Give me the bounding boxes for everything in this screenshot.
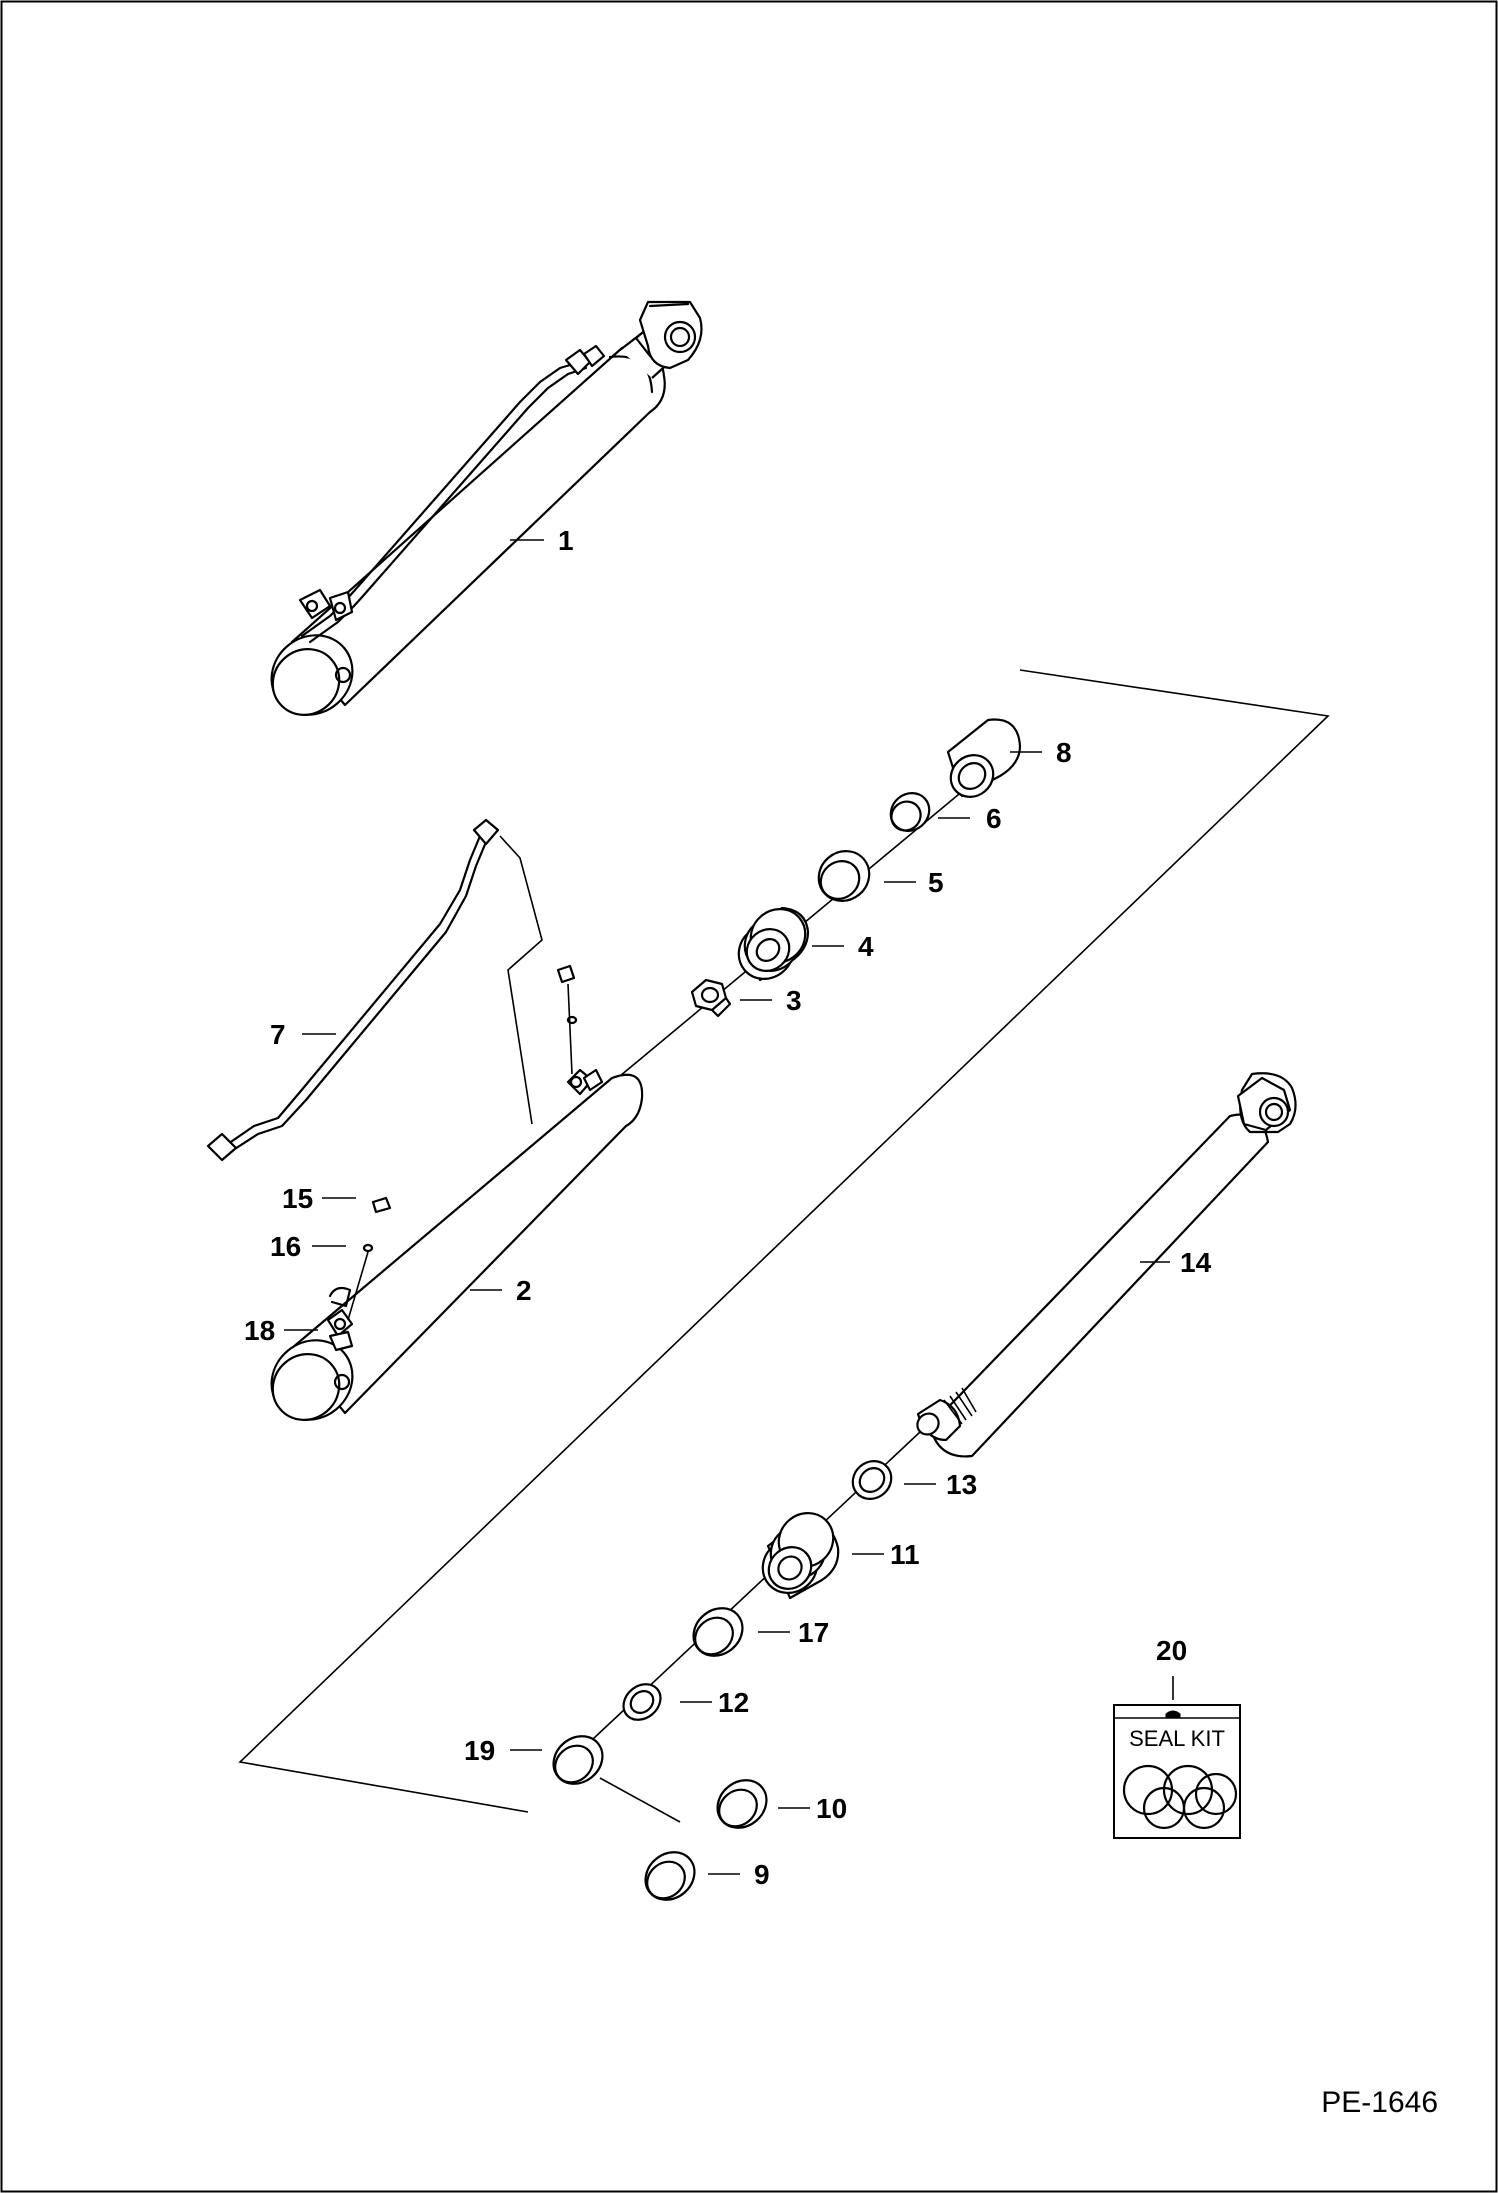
drawing-reference: PE-1646 <box>1321 2086 1438 2119</box>
callout-15: 15 <box>282 1183 313 1214</box>
callout-19: 19 <box>464 1735 495 1766</box>
callout-6: 6 <box>986 803 1002 834</box>
callout-16: 16 <box>270 1231 301 1262</box>
callout-11: 11 <box>890 1539 920 1570</box>
tube-7 <box>206 818 500 1162</box>
ring-9 <box>644 1851 696 1901</box>
bushing-8 <box>946 718 1022 798</box>
oring-16 <box>362 1243 374 1253</box>
barrel-2 <box>270 1068 644 1421</box>
seal-kit-20: SEAL KIT <box>1113 1676 1241 1839</box>
fitting-18 <box>328 1286 352 1308</box>
phantom-box <box>238 669 1330 1813</box>
seal-5 <box>817 850 871 902</box>
callout-leaders <box>284 539 1170 1875</box>
seal-12 <box>622 1683 662 1721</box>
callout-7: 7 <box>270 1019 286 1050</box>
ring-17 <box>692 1607 744 1657</box>
callout-labels: 1 2 3 4 5 6 7 8 9 10 11 12 13 14 15 16 1… <box>244 525 1212 1890</box>
gland-11 <box>761 1512 840 1600</box>
callout-12: 12 <box>718 1687 749 1718</box>
callout-18: 18 <box>244 1315 275 1346</box>
callout-14: 14 <box>1180 1247 1212 1278</box>
callout-2: 2 <box>516 1275 532 1306</box>
piston-4 <box>737 906 810 982</box>
callout-10: 10 <box>816 1793 847 1824</box>
cylinder-assembly-1 <box>270 300 703 716</box>
callout-13: 13 <box>946 1469 977 1500</box>
phantom-bracket-tube <box>499 835 543 1125</box>
callout-9: 9 <box>754 1859 770 1890</box>
ring-19 <box>552 1735 604 1785</box>
callout-1: 1 <box>558 525 574 556</box>
callout-5: 5 <box>928 867 944 898</box>
rod-14 <box>916 1072 1297 1458</box>
callout-20: 20 <box>1156 1635 1187 1666</box>
ring-10 <box>716 1779 768 1829</box>
callout-8: 8 <box>1056 737 1072 768</box>
callout-3: 3 <box>786 985 802 1016</box>
callout-4: 4 <box>858 931 874 962</box>
cap-15 <box>371 1196 392 1214</box>
seal-kit-text: SEAL KIT <box>1129 1726 1225 1751</box>
nut-3 <box>690 978 732 1018</box>
callout-17: 17 <box>798 1617 829 1648</box>
